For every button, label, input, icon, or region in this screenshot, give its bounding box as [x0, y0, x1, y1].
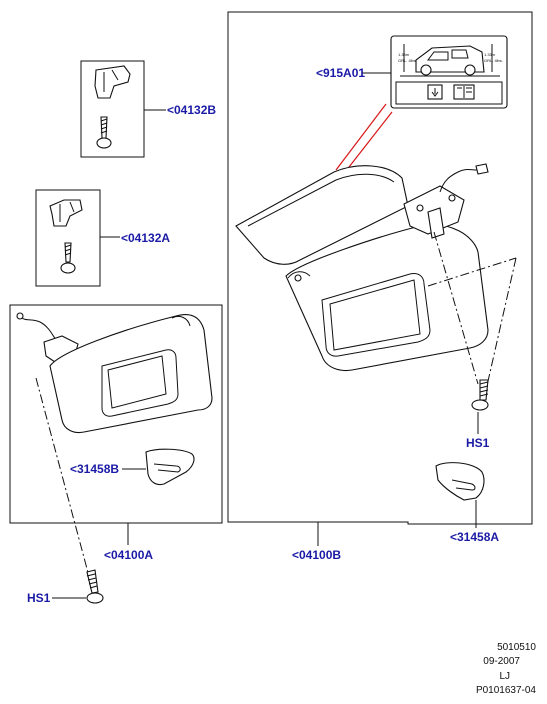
svg-text:1.33m: 1.33m: [484, 52, 496, 57]
bracket-04132b-frame: [80, 60, 145, 158]
screw-04132a: [64, 242, 72, 263]
clip-31458b: [145, 448, 195, 486]
sunvisor-04100b: [235, 163, 489, 372]
callout-04100b[interactable]: <04100B: [292, 548, 341, 562]
meta-line-2: 09-2007: [483, 656, 520, 667]
screw-hs1-left: [86, 569, 104, 604]
axis-right: [433, 231, 479, 385]
svg-text:1.33m: 1.33m: [398, 52, 410, 57]
label-plate-915a01: 1.33m GRL. 4lbs. 1.33m GRL. 4lbs.: [390, 35, 508, 109]
meta-line-1: 5010510: [497, 642, 536, 653]
svg-text:GRL. 4lbs.: GRL. 4lbs.: [398, 58, 417, 63]
callout-31458b[interactable]: <31458B: [70, 462, 119, 476]
sunvisor-04100a-frame: [9, 304, 223, 524]
callout-31458a[interactable]: <31458A: [450, 530, 499, 544]
meta-line-4: P0101637-04: [476, 685, 536, 696]
callout-hs1-right[interactable]: HS1: [466, 436, 490, 450]
callout-04132b[interactable]: <04132B: [167, 103, 216, 117]
callout-hs1-left[interactable]: HS1: [27, 591, 51, 605]
svg-text:GRL. 4lbs.: GRL. 4lbs.: [484, 58, 503, 63]
callout-915a01[interactable]: <915A01: [316, 66, 365, 80]
callout-04132a[interactable]: <04132A: [121, 231, 170, 245]
axis-left: [35, 377, 91, 581]
bracket-04132a-frame: [35, 189, 101, 287]
sunvisor-04100a: [16, 312, 213, 434]
bracket-04132a-group: [35, 189, 101, 287]
bracket-04132a-shape: [49, 199, 83, 227]
highlight-line-2: [341, 111, 393, 177]
meta-line-3: LJ: [499, 671, 510, 682]
sunvisor-04100b-frame: [227, 11, 533, 525]
callout-04100a[interactable]: <04100A: [104, 548, 153, 562]
highlight-line-1: [335, 103, 387, 171]
bracket-04132b-group: [80, 60, 145, 158]
screw-hs1-right: [471, 379, 489, 411]
